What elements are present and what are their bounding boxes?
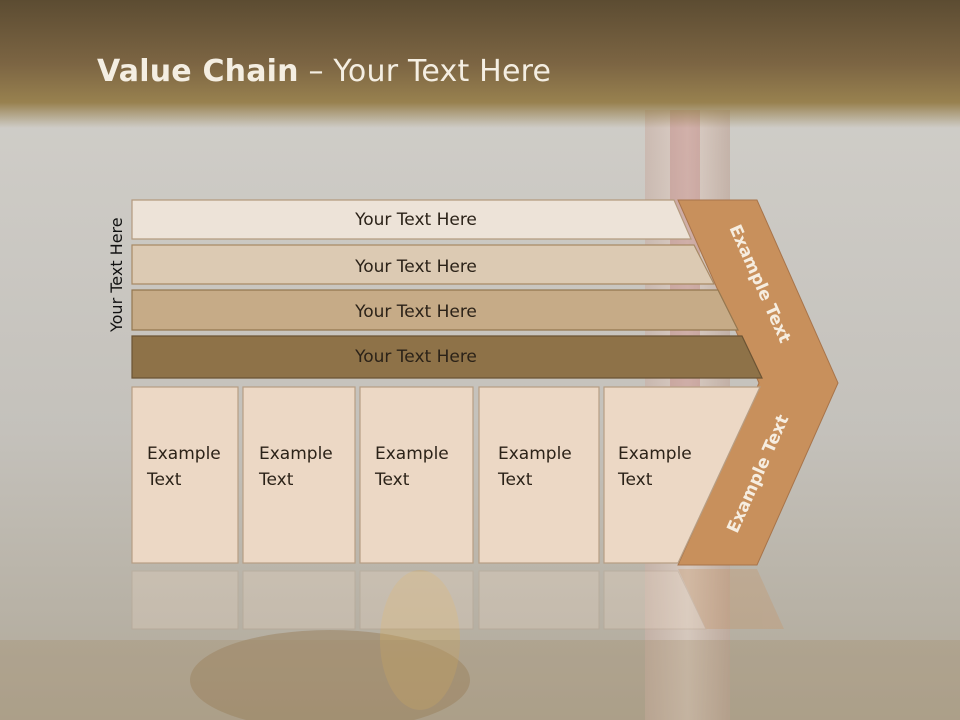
box-2-line2: Text xyxy=(258,470,294,490)
box-4-line2: Text xyxy=(497,470,533,490)
band-4-label: Your Text Here xyxy=(354,347,477,367)
band-1-label: Your Text Here xyxy=(354,210,477,230)
box-2-line1: Example xyxy=(259,444,333,464)
reflection xyxy=(131,569,784,630)
title-bold: Value Chain xyxy=(97,54,299,89)
band-3-label: Your Text Here xyxy=(354,302,477,322)
band-2 xyxy=(131,244,715,285)
box-1-line2: Text xyxy=(146,470,182,490)
slide-title: Value Chain – Your Text Here xyxy=(97,54,551,89)
box-5-line1: Example xyxy=(618,444,692,464)
box-3-line1: Example xyxy=(375,444,449,464)
box-5-line2: Text xyxy=(617,470,653,490)
band-1 xyxy=(131,199,692,240)
box-4-line1: Example xyxy=(498,444,572,464)
band-4 xyxy=(131,335,763,379)
chevron-arrow xyxy=(677,199,839,566)
activity-box-4 xyxy=(478,386,600,564)
box-3-line2: Text xyxy=(374,470,410,490)
band-3 xyxy=(131,289,739,331)
title-rest: – Your Text Here xyxy=(298,54,552,89)
activity-box-1 xyxy=(131,386,239,564)
activity-box-5 xyxy=(603,386,761,564)
activity-box-2 xyxy=(242,386,356,564)
band-2-label: Your Text Here xyxy=(354,257,477,277)
title-bar xyxy=(0,0,960,128)
box-1-line1: Example xyxy=(147,444,221,464)
activity-box-3 xyxy=(359,386,474,564)
